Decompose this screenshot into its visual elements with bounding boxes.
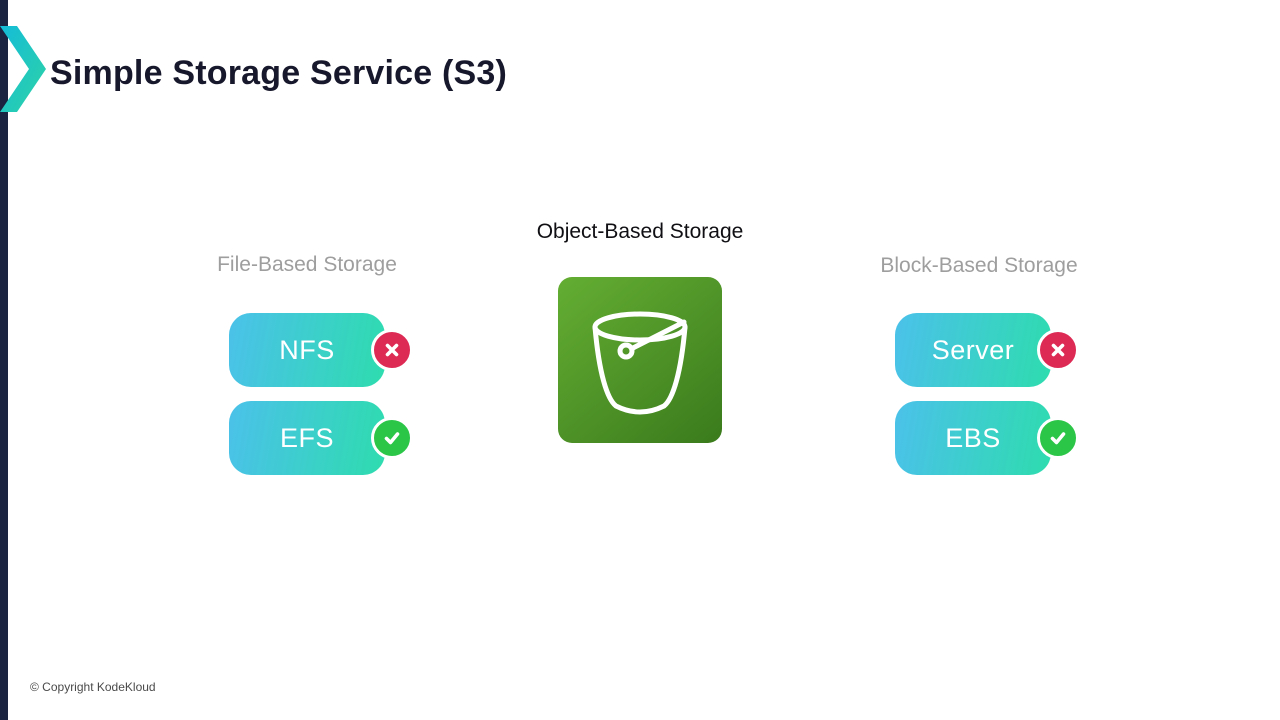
x-icon bbox=[385, 343, 399, 357]
nfs-pill-label: NFS bbox=[229, 313, 385, 387]
efs-pill-label: EFS bbox=[229, 401, 385, 475]
efs-accepted-badge bbox=[371, 417, 413, 459]
ebs-pill: EBS bbox=[895, 401, 1079, 475]
check-icon bbox=[384, 432, 400, 445]
ebs-accepted-badge bbox=[1037, 417, 1079, 459]
ebs-pill-label: EBS bbox=[895, 401, 1051, 475]
s3-bucket-icon bbox=[558, 277, 722, 443]
page-title: Simple Storage Service (S3) bbox=[50, 54, 508, 92]
nfs-rejected-badge bbox=[371, 329, 413, 371]
block-based-storage-label: Block-Based Storage bbox=[880, 254, 1078, 277]
server-pill-label: Server bbox=[895, 313, 1051, 387]
file-based-storage-label: File-Based Storage bbox=[217, 253, 397, 276]
x-icon bbox=[1051, 343, 1065, 357]
object-based-storage-label: Object-Based Storage bbox=[536, 220, 744, 243]
server-pill: Server bbox=[895, 313, 1079, 387]
nfs-pill: NFS bbox=[229, 313, 413, 387]
copyright-text: © Copyright KodeKloud bbox=[30, 680, 156, 694]
left-edge-bar bbox=[0, 0, 8, 720]
kodekloud-chevron-icon bbox=[0, 26, 46, 112]
server-rejected-badge bbox=[1037, 329, 1079, 371]
check-icon bbox=[1050, 432, 1066, 445]
efs-pill: EFS bbox=[229, 401, 413, 475]
